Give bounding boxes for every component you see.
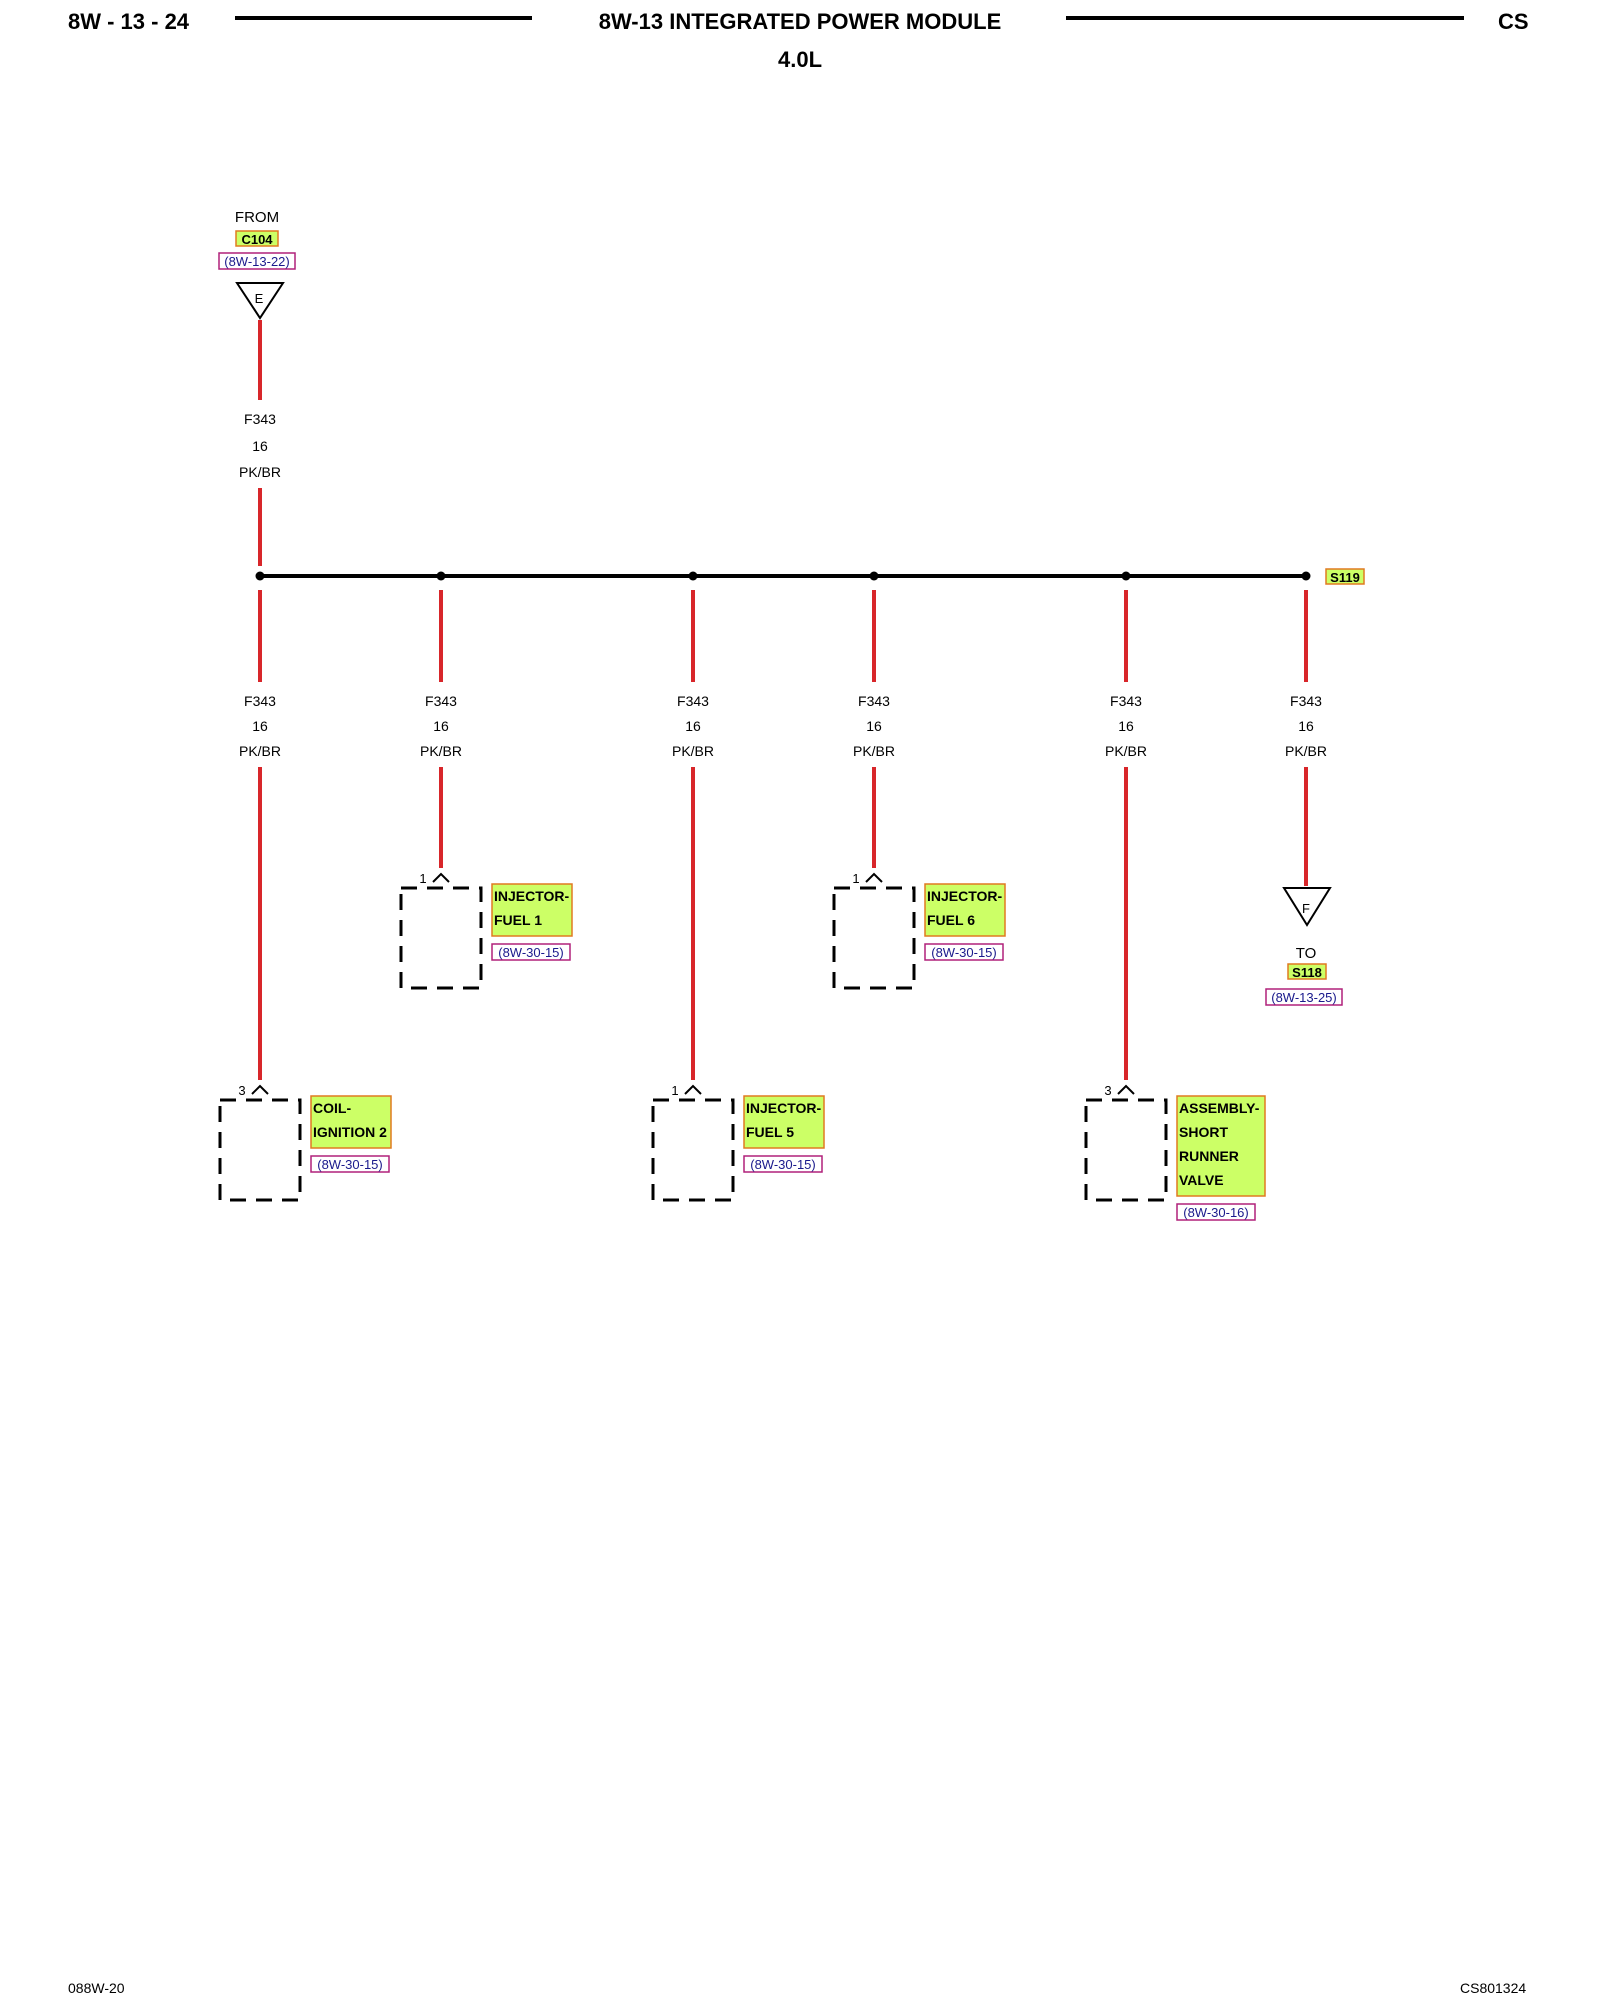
pin-marker (432, 872, 450, 883)
component-box (651, 1098, 735, 1202)
component-label-line: INJECTOR- (746, 1100, 822, 1116)
pin-number: 3 (1104, 1083, 1111, 1098)
branch-gauge: 16 (866, 718, 882, 734)
branch-gauge: 16 (1298, 718, 1314, 734)
component-label-line: INJECTOR- (927, 888, 1003, 904)
source-direction: FROM (235, 209, 279, 226)
component-ref: (8W-30-16) (1183, 1205, 1249, 1220)
branch-color: PK/BR (853, 743, 895, 759)
splice-tag (1325, 568, 1365, 585)
branch-gauge: 16 (252, 718, 268, 734)
source-connector-triangle (235, 282, 285, 320)
dest-connector-tag (1287, 963, 1327, 980)
page-subtitle: 4.0L (777, 47, 823, 72)
component-ref: (8W-30-15) (317, 1157, 383, 1172)
pin-number: 3 (238, 1083, 245, 1098)
pin-number: 1 (852, 871, 859, 886)
dest-connector-letter: F (1302, 901, 1310, 916)
component-ref: (8W-30-15) (750, 1157, 816, 1172)
pin-number: 1 (671, 1083, 678, 1098)
source-connector-tag (235, 230, 279, 247)
component-ref-box (1176, 1203, 1256, 1221)
branch-color: PK/BR (1285, 743, 1327, 759)
component-label-line: RUNNER (1179, 1148, 1239, 1164)
model-code: CS (1498, 9, 1529, 34)
component-label-line: SHORT (1179, 1124, 1228, 1140)
header-rule-right (1066, 16, 1464, 20)
component-label-line: VALVE (1179, 1172, 1224, 1188)
component-ref: (8W-30-15) (498, 945, 564, 960)
component-ref-box (310, 1155, 390, 1173)
branch-circuit: F343 (858, 693, 890, 709)
component-label-bg (743, 1095, 825, 1149)
component-box (218, 1098, 302, 1202)
splice-dot (1121, 571, 1131, 581)
component-label-bg (491, 883, 573, 937)
branch-circuit: F343 (1290, 693, 1322, 709)
component-label-bg (924, 883, 1006, 937)
pin-marker (865, 872, 883, 883)
splice-dot (255, 571, 265, 581)
pin-number: 1 (419, 871, 426, 886)
pin-marker (684, 1084, 702, 1095)
dest-ref: (8W-13-25) (1271, 990, 1337, 1005)
branch-color: PK/BR (420, 743, 462, 759)
source-ref: (8W-13-22) (224, 254, 290, 269)
component-box (832, 886, 916, 990)
splice-dot (436, 571, 446, 581)
component-box (1084, 1098, 1168, 1202)
feed-wire-gauge: 16 (252, 438, 268, 454)
component-label-line: FUEL 5 (746, 1124, 794, 1140)
branch-circuit: F343 (425, 693, 457, 709)
page-ref: 8W - 13 - 24 (68, 9, 190, 34)
component-label-line: COIL- (313, 1100, 351, 1116)
source-connector-letter: E (255, 291, 264, 306)
footer-right: CS801324 (1460, 1980, 1527, 1996)
component-label-line: FUEL 1 (494, 912, 542, 928)
branch-circuit: F343 (1110, 693, 1142, 709)
component-ref: (8W-30-15) (931, 945, 997, 960)
source-connector[interactable]: FROM C104 (8W-13-22) E (218, 209, 296, 320)
component-box (399, 886, 483, 990)
branch-circuit: F343 (244, 693, 276, 709)
dest-direction: TO (1296, 945, 1317, 962)
page-title: 8W-13 INTEGRATED POWER MODULE (598, 9, 1002, 34)
source-ref-box (218, 252, 296, 270)
source-connector-id: C104 (241, 232, 273, 247)
component-label-line: IGNITION 2 (313, 1124, 387, 1140)
footer-left: 088W-20 (68, 1980, 125, 1996)
dest-ref-box (1265, 988, 1343, 1006)
component-label-line: ASSEMBLY- (1179, 1100, 1260, 1116)
branch-circuit: F343 (677, 693, 709, 709)
component-ref-box (491, 943, 571, 961)
branch-gauge: 16 (685, 718, 701, 734)
component-ref-box (924, 943, 1004, 961)
splice-dot (869, 571, 879, 581)
header-rule-left (235, 16, 532, 20)
component-ref-box (743, 1155, 823, 1173)
dest-connector-id: S118 (1292, 965, 1322, 980)
splice-dot (1301, 571, 1311, 581)
branch-gauge: 16 (1118, 718, 1134, 734)
branch-color: PK/BR (1105, 743, 1147, 759)
pin-marker (1117, 1084, 1135, 1095)
branch-gauge: 16 (433, 718, 449, 734)
pin-marker (251, 1084, 269, 1095)
branch-color: PK/BR (239, 743, 281, 759)
dest-connector[interactable]: F TO S118 (8W-13-25) (1265, 887, 1343, 1006)
dest-connector-triangle (1282, 887, 1332, 927)
component-label-line: FUEL 6 (927, 912, 975, 928)
feed-wire-circuit: F343 (244, 411, 276, 427)
splice-dot (688, 571, 698, 581)
feed-wire-color: PK/BR (239, 464, 281, 480)
component-label-bg (1176, 1095, 1266, 1197)
component-label-line: INJECTOR- (494, 888, 570, 904)
component-label-bg (310, 1095, 392, 1149)
splice-id: S119 (1330, 570, 1360, 585)
branch-color: PK/BR (672, 743, 714, 759)
